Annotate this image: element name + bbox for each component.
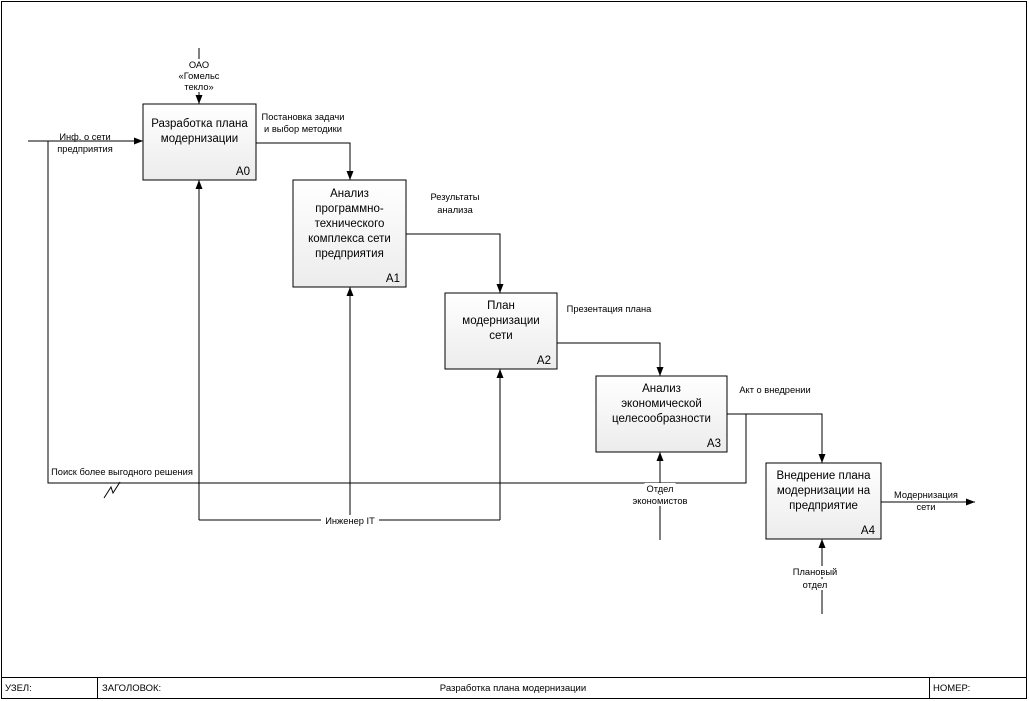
activity-title-line: сети [489, 330, 512, 342]
title-cell: ЗАГОЛОВОК: Разработка плана модернизации [97, 678, 927, 699]
activity-title-line: комплекса сети [308, 233, 391, 245]
activity-box-a1: Анализ программно-технического комплекса с… [292, 179, 407, 288]
arrow-label-line: Модернизация [894, 490, 958, 500]
activity-title-line: Анализ [642, 383, 681, 395]
label-a2-to-a3: Презентация плана [567, 304, 653, 314]
number-label: НОМЕР: [929, 678, 1026, 699]
arrow-label-line: Постановка задачи [262, 112, 345, 122]
arrow-label-line: предприятия [57, 144, 113, 154]
arrow-label-line: Результаты [431, 192, 480, 202]
feedback-arrow-a0 [47, 141, 747, 484]
label-mechanism-econ: Отдел экономистов [628, 483, 692, 506]
arrow-label-line: «Гомельс [179, 71, 220, 81]
label-input-a0: Инф. о сети предприятия [57, 132, 113, 154]
activity-title-line: Разработка плана [151, 118, 248, 130]
arrow-label-line: Отдел [647, 484, 674, 494]
label-output-a4: Модернизация сети [894, 490, 958, 512]
arrow-a3-to-a4 [727, 413, 826, 463]
activity-title-line: технического [315, 218, 385, 230]
arrow-label-line: отдел [803, 580, 828, 590]
activity-number: A4 [861, 525, 876, 537]
activity-box-a4: Внедрение плана модернизации на предприяти… [765, 462, 882, 540]
arrow-label-line: анализа [437, 205, 473, 215]
arrow-label-line: и выбор методики [264, 124, 342, 134]
boxes: Разработка планамодернизацииA0Анализпрог… [142, 103, 882, 540]
activity-title-line: целесообразности [612, 413, 711, 425]
activity-title-line: Анализ [330, 188, 369, 200]
label-mechanism-it: Инженер IT [321, 515, 379, 526]
activity-title-line: экономической [621, 398, 702, 410]
activity-title-line: Внедрение плана [776, 470, 871, 482]
label-mechanism-plan: Плановый отдел [791, 566, 839, 590]
arrow-label-line: Поиск более выгодного решения [51, 467, 193, 477]
label-feedback: Поиск более выгодного решения [51, 467, 193, 477]
activity-number: A0 [236, 166, 250, 178]
title-block: УЗЕЛ: ЗАГОЛОВОК: Разработка плана модерн… [1, 677, 1027, 699]
activity-title-line: предприятия [315, 248, 384, 260]
activity-title-line: программно- [315, 203, 384, 215]
label-a3-to-a4: Акт о внедрении [739, 385, 810, 395]
arrow-label-line: сети [917, 502, 936, 512]
tunnel-squiggle-icon [103, 481, 121, 499]
title-label: ЗАГОЛОВОК: [102, 683, 162, 694]
activity-title-line: План [487, 300, 515, 312]
arrow-label-line: Презентация плана [567, 304, 653, 314]
label-a1-to-a2: Результаты анализа [431, 192, 480, 215]
arrow-label-line: ОАО [189, 60, 209, 70]
title-value: Разработка плана модернизации [439, 683, 587, 694]
arrow-label-line: Инженер IT [325, 516, 375, 526]
activity-title-line: модернизации [161, 133, 238, 145]
activity-number: A1 [386, 273, 400, 285]
activity-title-line: предприятие [789, 500, 858, 512]
activity-number: A2 [537, 355, 551, 367]
arrow-label-line: текло» [184, 82, 213, 92]
label-a0-to-a1: Постановка задачи и выбор методики [262, 112, 345, 134]
activity-title-line: модернизации [462, 315, 539, 327]
node-label: УЗЕЛ: [5, 683, 32, 694]
arrow-label-line: Акт о внедрении [739, 385, 810, 395]
arrow-label-line: Плановый [793, 567, 837, 577]
arrow-a0-to-a1 [256, 142, 354, 180]
activity-number: A3 [707, 438, 721, 450]
activity-title-line: модернизации на [777, 485, 871, 497]
arrow-label-line: экономистов [633, 496, 688, 506]
arrow-label-line: Инф. о сети [59, 132, 110, 142]
arrow-a1-to-a2 [406, 233, 504, 293]
arrow-a2-to-a3 [557, 342, 664, 376]
